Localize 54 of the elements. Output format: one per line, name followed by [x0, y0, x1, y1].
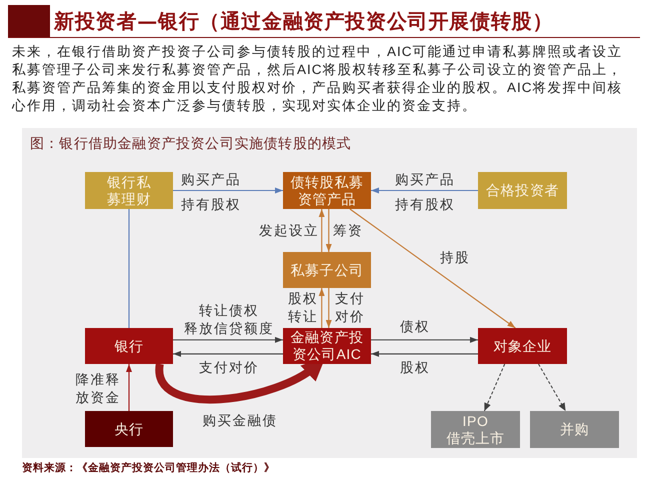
arrow	[173, 350, 283, 357]
node-label: IPO 借壳上市	[445, 412, 506, 446]
node-label: 银行私募理财	[106, 174, 152, 208]
node-label: 金融资产投资公司AIC	[290, 329, 364, 363]
process-box	[85, 172, 173, 209]
arrow	[173, 188, 283, 194]
flow-label: 持有股权	[395, 196, 455, 214]
edge-label: 股权	[400, 359, 430, 377]
edge-label: 购买金融债	[202, 412, 278, 430]
arrow	[126, 364, 132, 411]
arrow	[371, 336, 478, 343]
process-box	[530, 411, 619, 448]
connector-line	[128, 209, 130, 328]
node-label: 债转股私募资管产品	[290, 174, 364, 208]
node-label: 合格投资者	[486, 182, 559, 199]
node-label: 对象企业	[493, 338, 552, 354]
process-box	[85, 411, 173, 447]
arrow	[318, 209, 325, 252]
flow-label: 持有股权	[181, 196, 241, 214]
dashed-arrow	[484, 364, 506, 412]
title: 新投资者—银行（通过金融资产投资公司开展债转股）	[54, 9, 554, 33]
edge-label: 支付对价	[199, 359, 259, 377]
process-box	[85, 328, 173, 364]
dashed-arrow	[538, 364, 566, 412]
edge-label: 债权	[400, 318, 430, 336]
edge-label: 股权转让	[288, 290, 318, 326]
process-box	[431, 411, 520, 448]
arrow	[173, 336, 283, 343]
edge-label: 购买产品	[395, 171, 455, 189]
arrow	[326, 288, 332, 328]
node-label: 银行	[114, 338, 144, 354]
arrow	[318, 288, 325, 328]
node-label: 并购	[560, 421, 590, 438]
edge-label: 支付对价	[335, 290, 365, 326]
source-note: 资料来源：《金融资产投资公司管理办法（试行）》	[22, 461, 275, 475]
process-box	[283, 328, 371, 364]
edge-label: 筹资	[333, 222, 363, 240]
edge-label: 发起设立	[259, 222, 319, 240]
figure-caption: 图：银行借助金融资产投资公司实施债转股的模式	[30, 134, 352, 152]
process-box	[478, 172, 567, 209]
process-box	[283, 172, 371, 209]
edge-label: 转让债权释放信贷额度	[184, 302, 274, 338]
arrow	[371, 188, 478, 194]
paragraph: 未来，在银行借助资产投资子公司参与债转股的过程中，AIC可能通过申请私募牌照或者设立私募管理子公司来发行私募资管产品，然后AIC将股权转移至私募子公司设立的资管产品上，私募资管产品筹集的资金用以支付股权对价，产品购买者获得企业的股权。AIC将发挥中间核心作用，调动社会资本广泛参与债转股，实现对实体企业的资金支持。	[12, 43, 624, 115]
arrow	[371, 350, 478, 357]
node-label: 央行	[114, 420, 144, 438]
edge-label: 购买产品	[181, 171, 241, 189]
arrow	[350, 208, 516, 328]
node-label: 私募子公司	[290, 262, 364, 278]
edge-label: 持股	[440, 249, 470, 267]
process-box	[283, 252, 371, 288]
arrow	[326, 209, 332, 252]
process-box	[478, 328, 567, 364]
edge-label: 降准释放资金	[76, 371, 120, 407]
